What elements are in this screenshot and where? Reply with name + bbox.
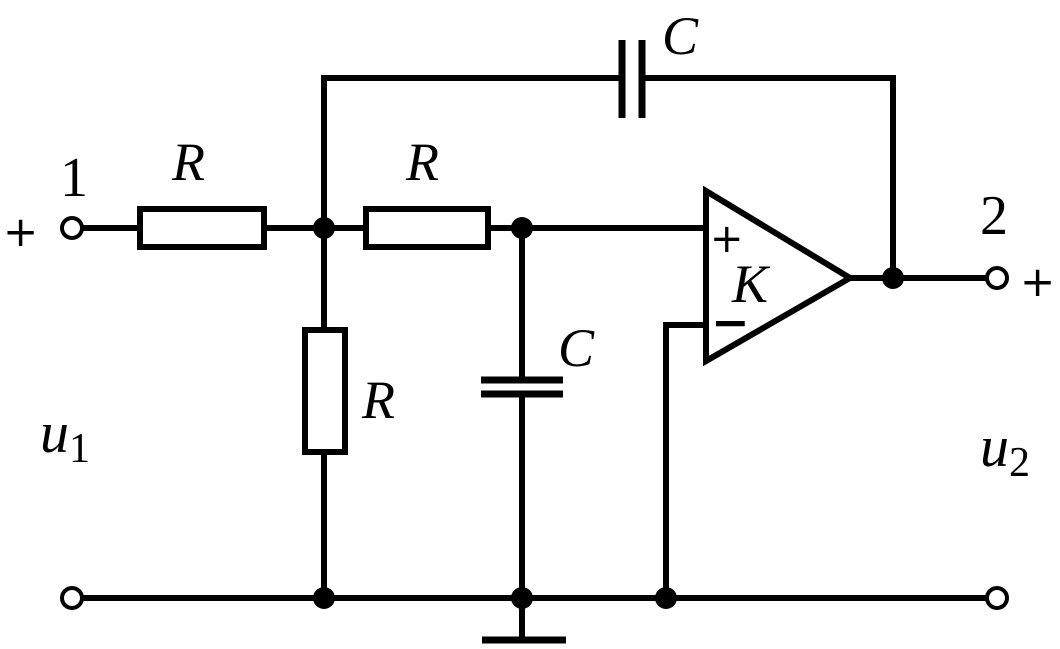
wires [80, 75, 988, 640]
label-res-mid: R [405, 132, 439, 192]
label-port-out: 2 [980, 185, 1008, 247]
label-u1-sub: 1 [69, 426, 90, 472]
resistor-vertical [302, 327, 348, 455]
wire-opamp-minus-to-ground [663, 322, 706, 598]
node-a [313, 217, 335, 239]
terminal-in-top [60, 216, 84, 240]
label-u1-var: u [40, 400, 69, 465]
junction-nodes [313, 217, 904, 609]
label-cap-top: C [662, 6, 699, 66]
resistor-mid [363, 206, 491, 250]
node-b [511, 217, 533, 239]
node-ground-a [313, 587, 335, 609]
label-plus-in: + [3, 207, 38, 256]
terminal-in-bottom [60, 586, 84, 610]
label-u2-var: u [980, 414, 1009, 479]
label-res-left: R [171, 132, 205, 192]
terminals [60, 216, 1009, 610]
label-port-in: 1 [60, 147, 88, 209]
label-u2: u2 [980, 414, 1030, 486]
node-output [882, 267, 904, 289]
wire-feedback-right [645, 75, 896, 278]
label-u1: u1 [40, 400, 90, 472]
label-gain: K [731, 254, 771, 314]
resistor-left [137, 206, 267, 250]
capacitor-top [618, 40, 646, 118]
capacitor-mid [481, 376, 563, 398]
label-plus-out: + [1020, 257, 1055, 306]
label-res-vertical: R [361, 370, 395, 430]
node-ground-c [655, 587, 677, 609]
label-opamp-minus: − [711, 295, 750, 349]
label-u2-sub: 2 [1009, 440, 1030, 486]
terminal-out-bottom [985, 586, 1009, 610]
label-opamp-plus: + [710, 216, 744, 262]
label-cap-mid: C [558, 318, 595, 378]
wire-feedback-left [321, 75, 619, 228]
opamp-triangle [703, 185, 856, 367]
terminal-out-top [985, 266, 1009, 290]
node-ground-b [511, 587, 533, 609]
